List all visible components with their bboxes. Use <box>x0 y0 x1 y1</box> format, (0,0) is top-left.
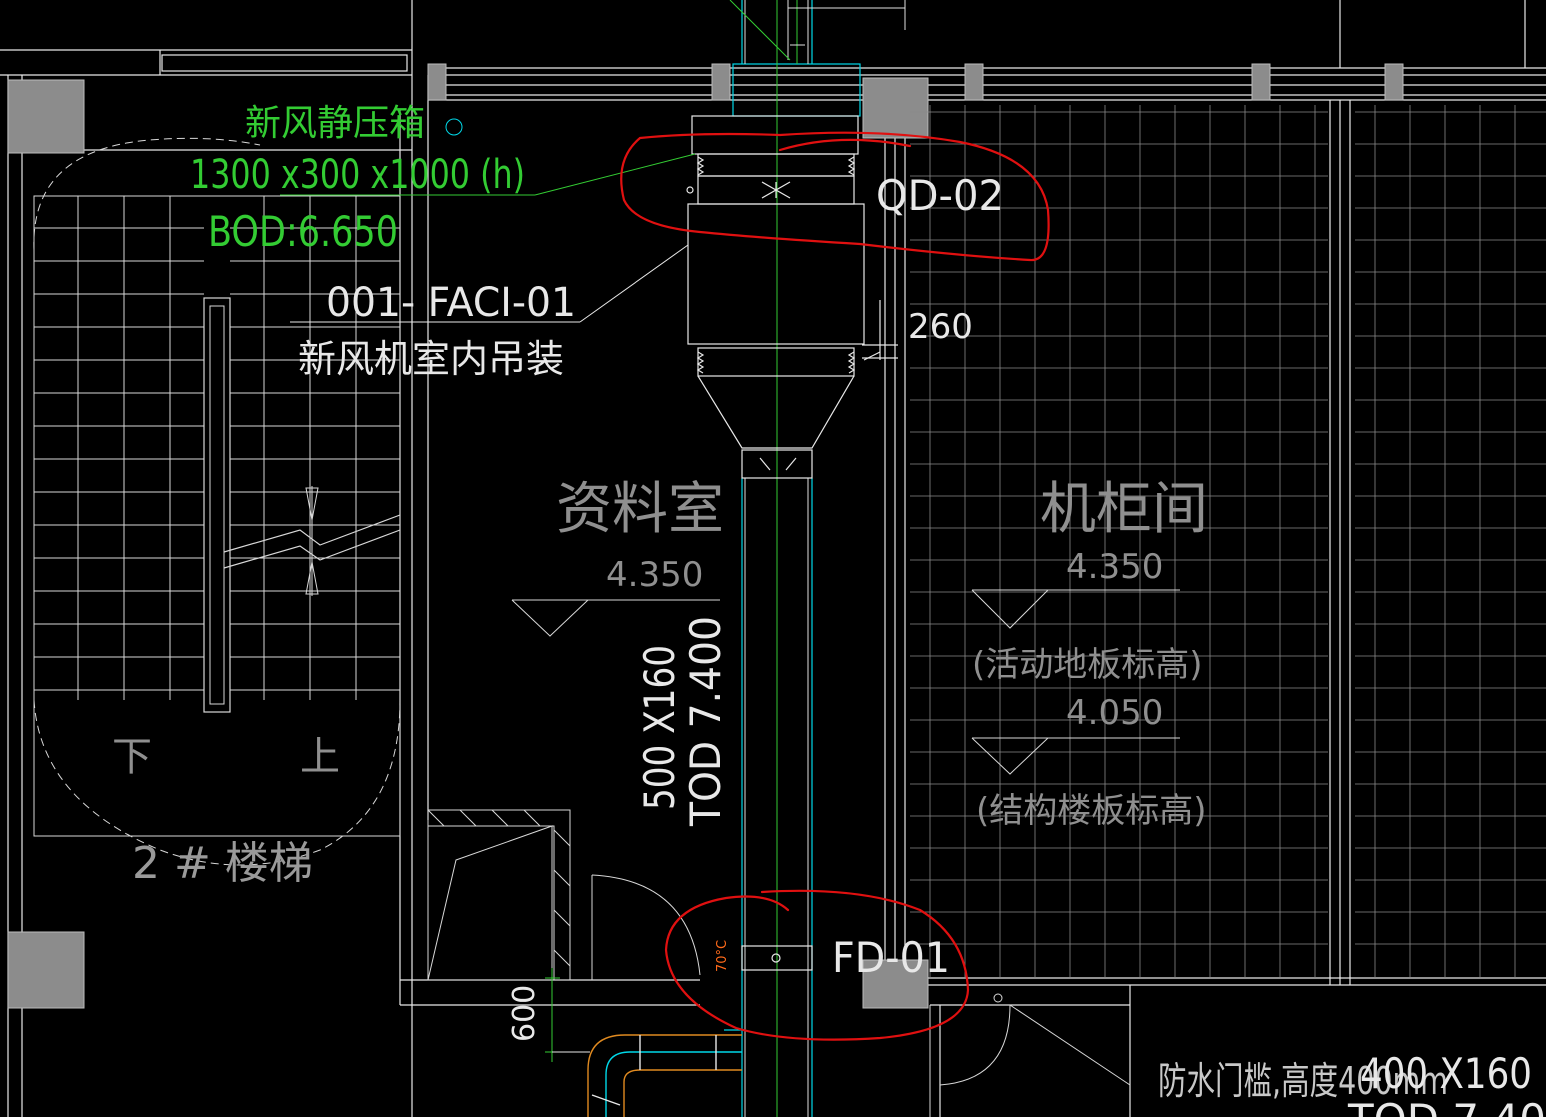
column <box>1251 63 1271 101</box>
stair-down-label: 下 <box>112 734 152 780</box>
duct-outlines-white <box>729 0 906 1117</box>
pipe-bend <box>587 1034 742 1117</box>
fresh-air-unit-body <box>687 203 865 345</box>
room-archive-label: 资料室 <box>556 477 724 542</box>
leader-lines <box>280 118 696 323</box>
air-handling-unit <box>686 115 898 479</box>
dimension-600-label: 600 <box>507 985 542 1042</box>
unit-tag-label: 001- FACI-01 <box>326 280 576 326</box>
fire-damper <box>741 945 813 971</box>
cabinet-level-1-label: 4.350 <box>1066 547 1163 587</box>
column <box>862 959 929 1009</box>
level-markers <box>511 589 1180 775</box>
red-markups <box>620 131 1050 1041</box>
archive-level-label: 4.350 <box>606 555 703 595</box>
raised-floor-grid <box>910 105 1328 978</box>
markup-circle-fd-01 <box>664 889 970 1041</box>
flexible-connector-bottom <box>697 347 855 377</box>
stair-name-label: 2 # 楼梯 <box>132 838 313 889</box>
raised-floor-note-label: (活动地板标高) <box>972 645 1203 685</box>
markup-circle-qd-02 <box>620 131 1050 262</box>
duct-size-2-label: 400 X160 <box>1360 1049 1532 1098</box>
column <box>1384 63 1404 101</box>
cabinet-level-2-label: 4.050 <box>1066 693 1163 733</box>
duct-tod-2-label: TOD 7.400 <box>1347 1095 1546 1117</box>
unit-note-label: 新风机室内吊装 <box>298 337 564 381</box>
column <box>862 77 929 139</box>
column <box>427 63 447 101</box>
plenum-size-label: 1300 x300 x1000 (h) <box>190 152 525 198</box>
plenum-name-label: 新风静压箱 <box>245 103 425 144</box>
shaft-and-door <box>427 809 1131 1117</box>
duct-size-label: 500 X160 <box>635 645 684 810</box>
duct-centerlines <box>776 0 798 1117</box>
room-cabinet-label: 机柜间 <box>1040 477 1208 542</box>
flexible-connector-top <box>697 153 855 177</box>
duct-tod-label: TOD 7.400 <box>681 616 730 827</box>
raised-floor-grid-right <box>1355 105 1546 978</box>
transition-reducer <box>697 375 855 449</box>
column <box>964 63 984 101</box>
labels: 新风静压箱 1300 x300 x1000 (h) BOD:6.650 001-… <box>190 103 1546 1117</box>
column <box>711 63 731 101</box>
stairwell: 下 上 2 # 楼梯 <box>33 137 401 889</box>
dimension-260-label: 260 <box>908 307 973 347</box>
threshold-note-label: 防水门槛,高度400mm <box>1158 1059 1448 1103</box>
plenum-bod-label: BOD:6.650 <box>208 207 398 256</box>
fire-damper-tag-label: FD-01 <box>832 933 950 982</box>
column <box>7 931 85 1009</box>
damper-qd-label: QD-02 <box>876 171 1004 220</box>
column <box>7 79 85 154</box>
structural-columns <box>7 63 1404 1009</box>
stair-up-label: 上 <box>300 734 340 780</box>
dimension-600 <box>545 968 590 1062</box>
structural-floor-note-label: (结构楼板标高) <box>976 791 1207 831</box>
volume-damper <box>741 449 813 479</box>
fire-damper-temp-label: 70°C <box>715 940 730 972</box>
